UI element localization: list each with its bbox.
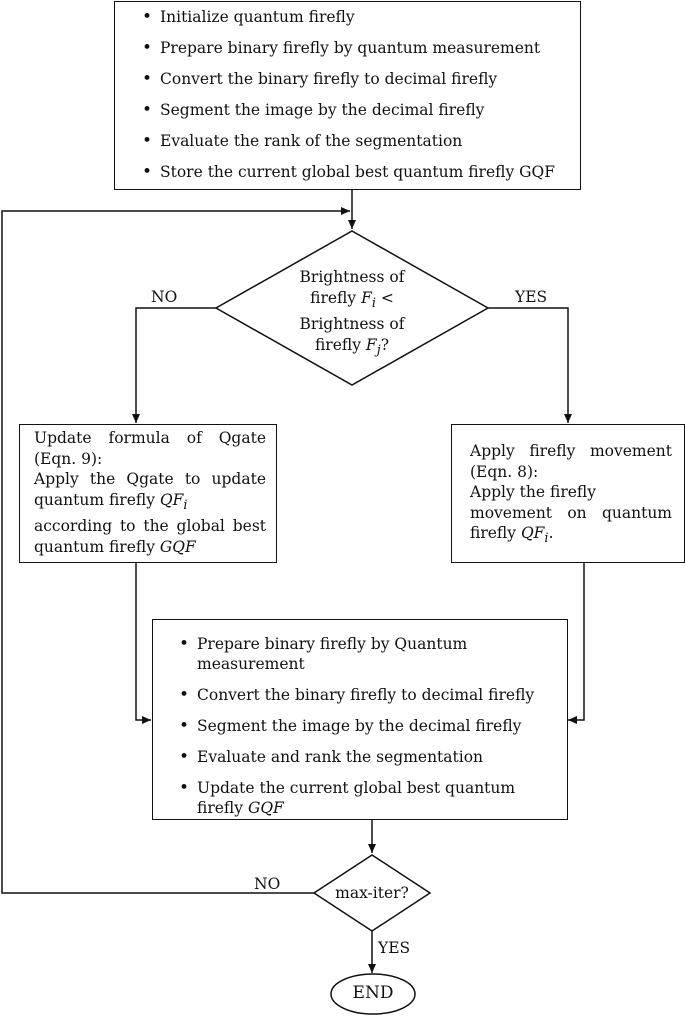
update-step: Convert the binary firefly to decimal fi… [179, 685, 567, 705]
init-step: Evaluate the rank of the segmentation [142, 131, 580, 151]
init-box: Initialize quantum firefly Prepare binar… [114, 1, 581, 190]
connector-yes-branch [488, 307, 572, 423]
init-steps-list: Initialize quantum firefly Prepare binar… [142, 7, 580, 182]
movement-line-5: firefly QFi. [470, 524, 554, 547]
brightness-line-4: firefly Fj? [314, 335, 390, 358]
brightness-line-1: Brightness of [299, 268, 405, 286]
firefly-movement-box: Apply firefly movement (Eqn. 8): Apply t… [451, 424, 685, 563]
connector-no-branch [132, 307, 216, 423]
connector-loop-back [1, 207, 350, 894]
brightness-line-2: firefly Fi < [310, 288, 394, 311]
qgate-update-box: Update formula of Qgate (Eqn. 9): Apply … [19, 424, 277, 563]
update-step: Evaluate and rank the segmentation [179, 747, 567, 767]
brightness-yes-label: YES [515, 288, 548, 306]
decision-brightness-text: Brightness of firefly Fi < Brightness of… [272, 267, 432, 361]
connector-movement-to-update [568, 563, 585, 724]
init-step: Segment the image by the decimal firefly [142, 100, 580, 120]
init-step: Convert the binary firefly to decimal fi… [142, 69, 580, 89]
qgate-line-1: Update formula of Qgate [34, 429, 266, 447]
end-text: END [352, 983, 394, 1003]
update-step-last: Update the current global best quantum fi… [179, 778, 567, 818]
qgate-line-2: (Eqn. 9): [34, 449, 103, 468]
init-step: Initialize quantum firefly [142, 7, 580, 27]
qgate-line-5: according to the global best [34, 517, 266, 536]
brightness-line-3: Brightness of [299, 315, 405, 334]
movement-line-1: Apply firefly movement [470, 442, 672, 460]
qgate-line-6: quantum firefly GQF [34, 537, 196, 556]
connector-qgate-to-update [135, 563, 151, 724]
movement-line-4: movement on quantum [470, 503, 672, 522]
maxiter-text: max-iter? [335, 884, 409, 902]
init-step: Prepare binary firefly by quantum measur… [142, 38, 580, 58]
qgate-line-3: Apply the Qgate to update [34, 470, 266, 488]
update-step: Prepare binary firefly by Quantum measur… [179, 634, 567, 674]
update-last-line-2: firefly GQF [197, 799, 284, 817]
brightness-no-label: NO [151, 288, 178, 306]
maxiter-no-label: NO [254, 875, 281, 893]
movement-line-3: Apply the firefly [470, 483, 597, 501]
decision-brightness-diamond [214, 230, 490, 386]
update-steps-list: Prepare binary firefly by Quantum measur… [179, 634, 567, 818]
update-box: Prepare binary firefly by Quantum measur… [152, 619, 568, 820]
end-node-oval [330, 973, 416, 1015]
update-last-line-1: Update the current global best quantum [197, 779, 516, 797]
update-step: Segment the image by the decimal firefly [179, 716, 567, 736]
qgate-line-4: quantum firefly QFi [34, 490, 188, 513]
movement-line-2: (Eqn. 8): [470, 462, 539, 481]
maxiter-yes-label: YES [378, 939, 411, 957]
movement-text: Apply firefly movement (Eqn. 8): Apply t… [470, 441, 672, 550]
init-step: Store the current global best quantum fi… [142, 162, 580, 182]
qgate-text: Update formula of Qgate (Eqn. 9): Apply … [34, 428, 266, 557]
